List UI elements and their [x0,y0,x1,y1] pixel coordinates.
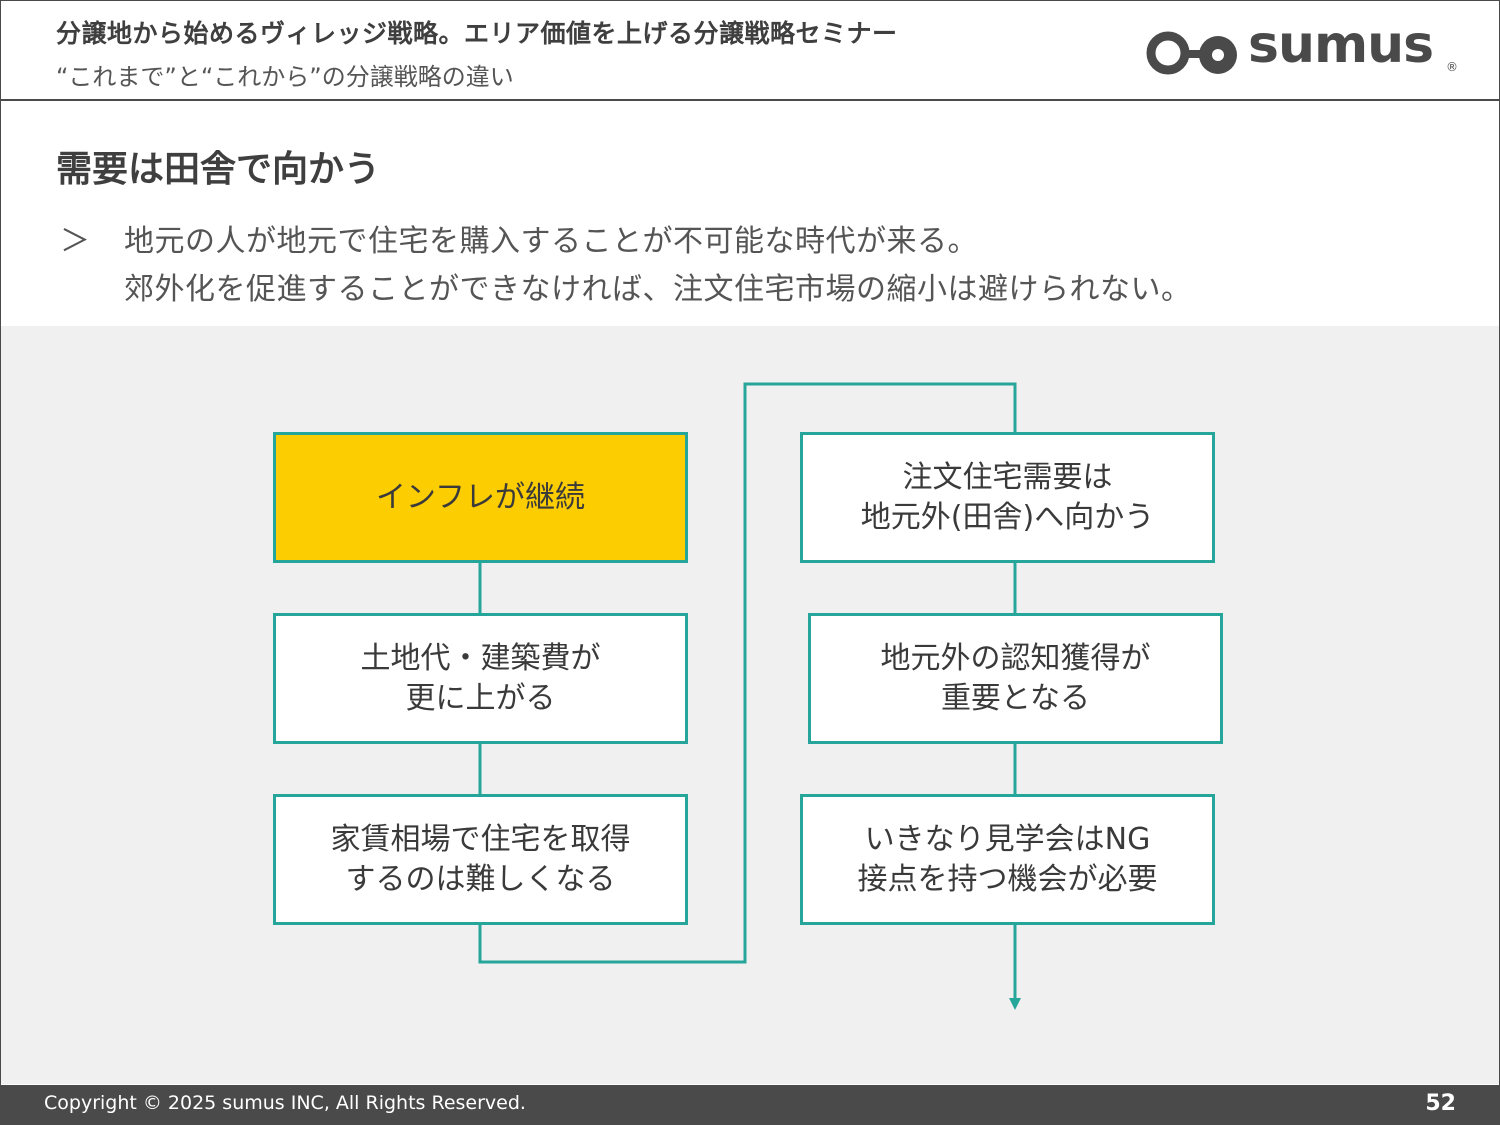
bullet-line-1: 地元の人が地元で住宅を購入することが不可能な時代が来る。 [124,224,978,259]
seminar-title: 分譲地から始めるヴィレッジ戦略。エリア価値を上げる分譲戦略セミナー [56,19,898,48]
logo-wordmark: sumus [1248,15,1434,75]
flow-step-touchpoints: いきなり見学会はNG 接点を持つ機会が必要 [800,794,1215,925]
section-title: 需要は田舎で向かう [56,149,381,190]
slide-footer: Copyright © 2025 sumus INC, All Rights R… [0,1085,1500,1125]
page-number: 52 [1425,1091,1456,1116]
flow-step-inflation: インフレが継続 [273,432,688,563]
flow-step-awareness: 地元外の認知獲得が 重要となる [808,613,1223,744]
copyright-text: Copyright © 2025 sumus INC, All Rights R… [44,1092,526,1114]
flow-step-housing-hard: 家賃相場で住宅を取得 するのは難しくなる [273,794,688,925]
registered-mark: ® [1446,60,1458,74]
bullet-marker: ＞ [60,224,90,259]
flow-step-demand-shift: 注文住宅需要は 地元外(田舎)へ向かう [800,432,1215,563]
seminar-subtitle: “これまで”と“これから”の分譲戦略の違い [56,63,514,91]
header-divider [0,99,1500,101]
slide-header: 分譲地から始めるヴィレッジ戦略。エリア価値を上げる分譲戦略セミナー “これまで”… [0,0,1500,101]
bullet-line-2: 郊外化を促進することができなければ、注文住宅市場の縮小は避けられない。 [124,272,1192,307]
sumus-logo: sumus ® [1146,19,1458,76]
flow-step-cost-rise: 土地代・建築費が 更に上がる [273,613,688,744]
logo-mark-icon [1146,31,1237,75]
diagram-area [1,326,1499,1084]
